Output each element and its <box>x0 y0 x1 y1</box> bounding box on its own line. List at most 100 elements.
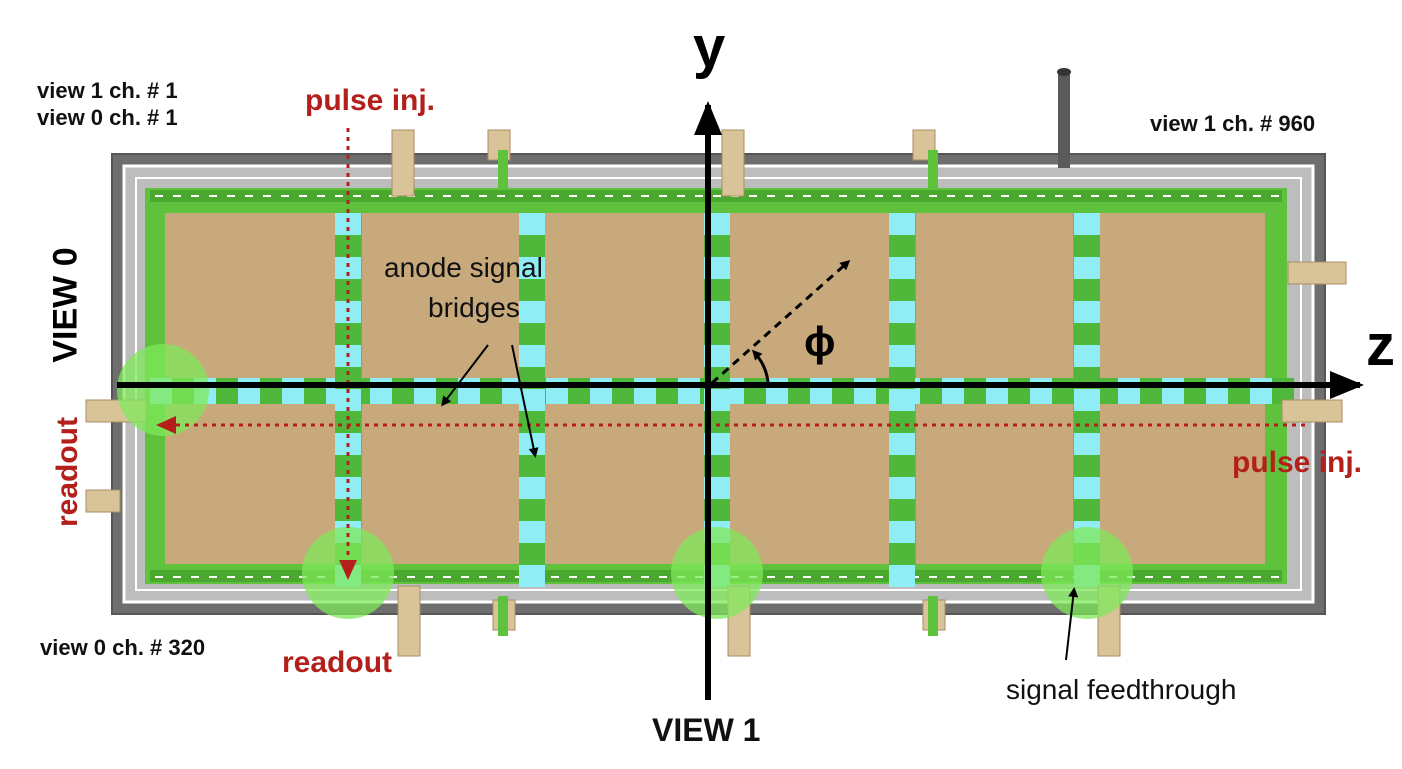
connector-stub <box>928 596 938 636</box>
bridge-pad <box>1074 389 1100 411</box>
bridge-pad <box>986 378 1008 404</box>
bridge-pad <box>889 213 915 235</box>
bridge-pad <box>964 378 986 404</box>
bridge-pad <box>1008 378 1030 404</box>
bridge-pad <box>832 378 854 404</box>
bridge-pad <box>889 499 915 521</box>
view0-label: VIEW 0 <box>46 247 85 363</box>
bridge-pad <box>854 378 876 404</box>
bridge-pad <box>1074 499 1100 521</box>
bridge-pad <box>519 345 545 367</box>
channel-label-bottom-left: view 0 ch. # 320 <box>40 635 206 660</box>
bridge-pad <box>889 345 915 367</box>
bridge-pad <box>335 323 361 345</box>
phi-label: ϕ <box>804 318 836 365</box>
anode-panel <box>545 404 705 564</box>
phi-arc <box>751 349 770 383</box>
bridge-pad <box>1030 378 1052 404</box>
anode-pointer-2 <box>511 344 539 458</box>
bridge-pad <box>612 378 634 404</box>
bridge-pad <box>634 378 656 404</box>
bridge-pad <box>282 378 304 404</box>
anode-panel <box>545 213 705 378</box>
bridge-pad <box>1162 378 1184 404</box>
bridge-pad <box>889 235 915 257</box>
bridge-pad <box>1074 433 1100 455</box>
anode-bridges-label-line1: anode signal <box>384 252 543 283</box>
anode-panel <box>362 404 519 564</box>
bridge-pad <box>889 279 915 301</box>
feedthrough-highlight-center <box>671 527 763 619</box>
bridge-pad <box>889 301 915 323</box>
bridge-pad <box>568 378 590 404</box>
z-axis-label: z <box>1366 313 1395 378</box>
bridge-pad <box>519 477 545 499</box>
bridge-pad <box>889 455 915 477</box>
bridge-pad <box>519 543 545 565</box>
bridge-pad <box>414 378 436 404</box>
bridge-pad <box>1074 301 1100 323</box>
bridge-pad <box>889 477 915 499</box>
anode-panel <box>1100 404 1265 564</box>
anode-bridges-label-line2: bridges <box>428 292 520 323</box>
top-connector <box>721 129 745 197</box>
bridge-pad <box>216 378 238 404</box>
bridge-pad <box>1140 378 1162 404</box>
pulse-inj-right-label: pulse inj. <box>1232 446 1363 479</box>
anode-panel <box>165 213 335 378</box>
connector-stub <box>498 150 508 190</box>
bridge-pad <box>1074 455 1100 477</box>
bridge-pad <box>335 411 361 433</box>
bridge-pad <box>1184 378 1206 404</box>
bridge-pad <box>889 521 915 543</box>
anode-panel <box>916 213 1073 378</box>
view1-label: VIEW 1 <box>652 712 761 748</box>
top-connector <box>391 129 415 197</box>
bridge-pad <box>519 411 545 433</box>
phi-dashed-vector <box>711 260 851 385</box>
bridge-pad <box>942 378 964 404</box>
bridge-pad <box>590 378 612 404</box>
bridge-pad <box>335 257 361 279</box>
bottom-connector <box>397 585 421 657</box>
bridge-pad <box>889 389 915 411</box>
feedthrough-pointer <box>1065 587 1079 661</box>
bridge-pad <box>519 323 545 345</box>
chimney-cap <box>1057 68 1071 76</box>
pulse-inj-top-label: pulse inj. <box>305 84 436 117</box>
anode-panel <box>362 213 519 378</box>
bridge-pad <box>1206 378 1228 404</box>
bridge-pad <box>260 378 282 404</box>
bridge-pad <box>1118 378 1140 404</box>
bridge-pad <box>304 378 326 404</box>
readout-left-label: readout <box>51 416 84 528</box>
connector-stub <box>928 150 938 190</box>
bridge-pad <box>889 411 915 433</box>
channel-label-top-left-2: view 0 ch. # 1 <box>37 105 178 130</box>
bridge-pad <box>519 301 545 323</box>
bridge-pad <box>1074 213 1100 235</box>
bridge-pad <box>238 378 260 404</box>
bridge-pad <box>519 235 545 257</box>
bridge-pad <box>1074 477 1100 499</box>
bridge-pad <box>519 257 545 279</box>
bridge-pad <box>519 455 545 477</box>
anode-panel <box>165 404 335 564</box>
bridge-pad <box>1052 378 1074 404</box>
bridge-pad <box>1074 235 1100 257</box>
left-connector <box>85 489 121 513</box>
chimney-pipe <box>1058 72 1070 168</box>
bridge-pad <box>335 213 361 235</box>
bridge-pad <box>480 378 502 404</box>
bridge-pad <box>920 378 942 404</box>
bridge-pad <box>370 378 392 404</box>
bridge-pad <box>1228 378 1250 404</box>
anode-panel <box>730 404 890 564</box>
bridge-pad <box>519 499 545 521</box>
bridge-pad <box>519 213 545 235</box>
channel-label-top-left-1: view 1 ch. # 1 <box>37 78 178 103</box>
bridge-pad <box>788 378 810 404</box>
bridge-pad <box>678 378 700 404</box>
bridge-pad <box>1074 345 1100 367</box>
